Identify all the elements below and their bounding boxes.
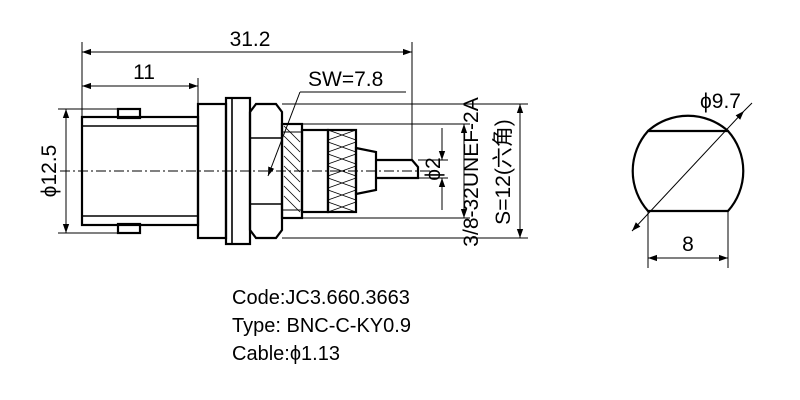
dimension-thread: 3/8-32UNEF-2A	[302, 97, 483, 247]
dim-overall-length-label: 31.2	[230, 28, 271, 51]
dimension-hex-size: SW=7.8	[267, 68, 406, 177]
dimension-overall-length: 31.2	[81, 28, 413, 160]
connector-end-view: ϕ9.7 8	[631, 90, 753, 268]
dimension-nut-size: S=12(六角)	[282, 103, 528, 239]
spec-cable: Cable:ϕ1.13	[232, 343, 340, 365]
dimension-pin-diameter: ϕ2	[418, 128, 448, 210]
thread-hatching	[283, 125, 301, 213]
dim-body-length-label: 11	[133, 61, 155, 84]
spec-block: Code:JC3.660.3663 Type: BNC-C-KY0.9 Cabl…	[232, 287, 411, 365]
dim-flat-diameter-label: ϕ9.7	[700, 90, 741, 113]
dim-pin-diameter-label: ϕ2	[422, 157, 445, 180]
dimension-body-diameter: ϕ12.5	[38, 108, 118, 234]
dim-thread-label: 3/8-32UNEF-2A	[460, 97, 483, 246]
connector-side-view	[60, 96, 432, 246]
dim-nut-size-label: S=12(六角)	[492, 119, 515, 225]
dim-body-diameter-label: ϕ12.5	[38, 145, 61, 198]
spec-code: Code:JC3.660.3663	[232, 287, 410, 309]
dimension-body-length: 11	[82, 61, 199, 117]
knurl-pattern	[327, 129, 357, 213]
dim-hex-size-label: SW=7.8	[308, 68, 383, 91]
dim-flat-width-label: 8	[682, 233, 694, 256]
spec-type: Type: BNC-C-KY0.9	[232, 315, 411, 337]
